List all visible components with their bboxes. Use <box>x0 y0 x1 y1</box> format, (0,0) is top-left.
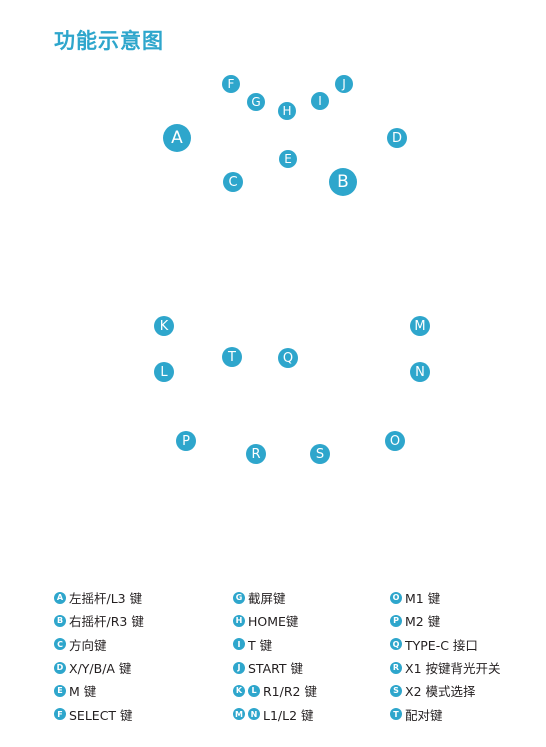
badge-n: N <box>248 708 260 721</box>
badge-o: O <box>390 591 402 604</box>
badge-h: H <box>233 614 245 627</box>
callout-l: L <box>154 362 174 382</box>
callout-q: Q <box>278 348 298 368</box>
badge-t: T <box>390 708 402 721</box>
badge-c: C <box>54 638 66 651</box>
badge-k: K <box>233 684 245 697</box>
callout-f: F <box>222 75 240 93</box>
callout-c: C <box>223 172 243 192</box>
callout-o: O <box>385 431 405 451</box>
callout-a: A <box>163 124 191 152</box>
callout-j: J <box>335 75 353 93</box>
callout-k: K <box>154 316 174 336</box>
callout-m: M <box>410 316 430 336</box>
badge-i: I <box>233 638 245 651</box>
badge-r: R <box>390 661 402 674</box>
badge-g: G <box>233 591 245 604</box>
callout-b: B <box>329 168 357 196</box>
badge-b: B <box>54 614 66 627</box>
callout-s: S <box>310 444 330 464</box>
callout-n: N <box>410 362 430 382</box>
callout-e: E <box>279 150 297 168</box>
callout-g: G <box>247 93 265 111</box>
callout-r: R <box>246 444 266 464</box>
callout-t: T <box>222 347 242 367</box>
page-title: 功能示意图 <box>54 29 164 53</box>
badge-e: E <box>54 684 66 697</box>
callout-i: I <box>311 92 329 110</box>
badge-l: L <box>248 684 260 697</box>
badge-f: F <box>54 708 66 721</box>
badge-j: J <box>233 661 245 674</box>
callout-p: P <box>176 431 196 451</box>
badge-p: P <box>390 614 402 627</box>
badge-m: M <box>233 708 245 721</box>
badge-d: D <box>54 661 66 674</box>
badge-q: Q <box>390 638 402 651</box>
callout-d: D <box>387 128 407 148</box>
badge-s: S <box>390 684 402 697</box>
callout-h: H <box>278 102 296 120</box>
badge-a: A <box>54 591 66 604</box>
